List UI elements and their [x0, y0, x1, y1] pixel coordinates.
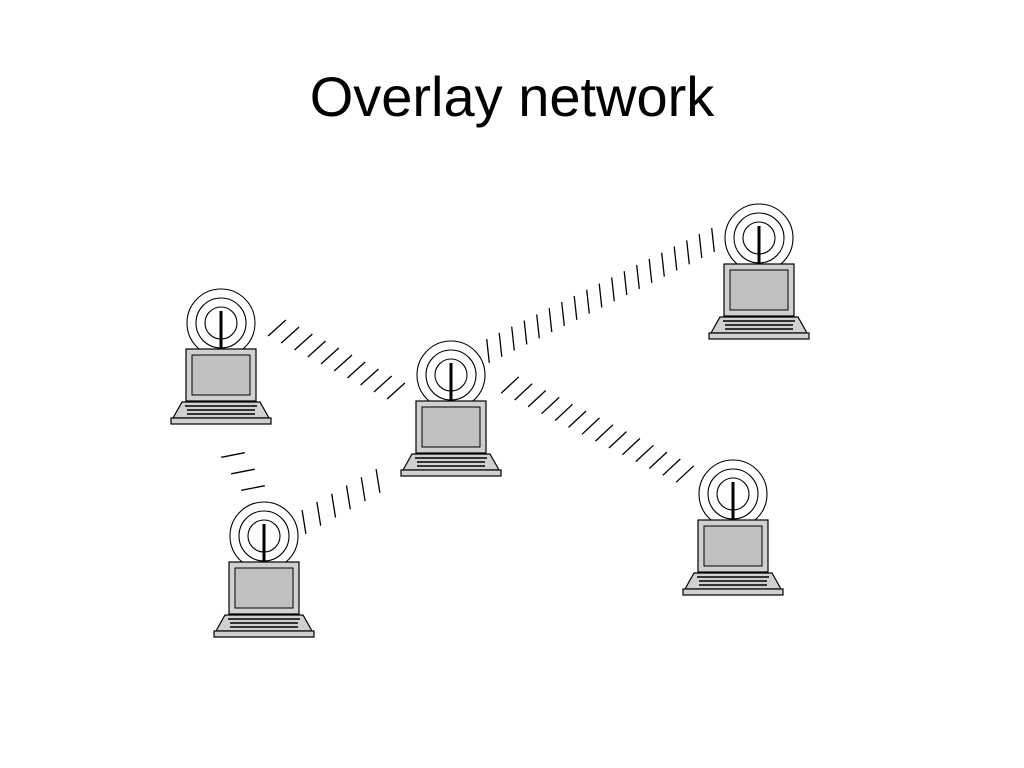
- radio-wave-dash: [548, 308, 553, 333]
- radio-wave-dash: [294, 333, 313, 351]
- radio-wave-dash: [554, 403, 574, 422]
- radio-wave-dash: [661, 252, 665, 277]
- node-center: [400, 340, 502, 477]
- radio-wave-dash: [486, 339, 490, 363]
- radio-wave-dash: [221, 452, 245, 458]
- radio-wave-dash: [241, 485, 265, 491]
- link-node-center-to-node-bottom-left: [301, 468, 381, 535]
- node-bottom-left: [213, 501, 315, 638]
- radio-wave-dash: [346, 361, 366, 379]
- radio-wave-dash: [675, 465, 695, 483]
- radio-wave-dash: [648, 451, 668, 469]
- radio-wave-dash: [573, 295, 578, 320]
- radio-wave-dash: [316, 501, 322, 526]
- link-node-center-to-node-bottom-right: [500, 376, 695, 483]
- radio-wave-dash: [662, 458, 681, 476]
- radio-wave-dash: [698, 234, 703, 259]
- wireless-laptop-icon: [400, 340, 502, 477]
- radio-wave-dash: [561, 302, 565, 326]
- radio-wave-dash: [360, 477, 366, 502]
- radio-wave-dash: [231, 468, 255, 475]
- laptop-front-edge: [213, 630, 315, 638]
- radio-wave-dash: [648, 258, 653, 283]
- radio-wave-dash: [267, 319, 287, 337]
- radio-wave-dash: [333, 354, 353, 372]
- node-left: [170, 288, 272, 425]
- radio-wave-dash: [595, 424, 614, 442]
- node-top-right: [708, 203, 810, 340]
- radio-wave-dash: [623, 271, 628, 296]
- radio-wave-dash: [536, 314, 540, 339]
- radio-wave-dash: [586, 289, 590, 314]
- radio-wave-dash: [373, 375, 393, 393]
- radio-wave-dash: [498, 332, 503, 357]
- radio-wave-dash: [301, 509, 307, 535]
- nodes-layer: [170, 203, 810, 638]
- radio-wave-dash: [523, 320, 528, 345]
- slide-title: Overlay network: [309, 65, 715, 128]
- laptop-front-edge: [400, 469, 502, 477]
- radio-wave-dash: [568, 410, 587, 428]
- wireless-laptop-icon: [170, 288, 272, 425]
- radio-wave-dash: [621, 437, 641, 456]
- radio-wave-dash: [320, 347, 340, 365]
- radio-wave-dash: [331, 493, 337, 518]
- radio-wave-dash: [711, 228, 715, 252]
- radio-wave-dash: [611, 277, 615, 302]
- radio-wave-dash: [635, 444, 654, 463]
- radio-wave-dash: [527, 390, 547, 408]
- radio-wave-dash: [280, 326, 300, 344]
- radio-wave-dash: [511, 326, 515, 351]
- radio-wave-dash: [307, 340, 327, 358]
- radio-wave-dash: [598, 283, 603, 308]
- laptop-screen: [729, 269, 789, 311]
- wireless-laptop-icon: [708, 203, 810, 340]
- radio-wave-dash: [686, 240, 690, 265]
- link-node-left-to-node-center: [267, 319, 406, 400]
- radio-wave-dash: [541, 396, 560, 415]
- laptop-front-edge: [708, 332, 810, 340]
- wireless-laptop-icon: [213, 501, 315, 638]
- radio-wave-dash: [581, 417, 600, 435]
- radio-wave-dash: [636, 265, 640, 289]
- radio-wave-dash: [673, 246, 678, 271]
- radio-wave-dash: [375, 468, 381, 494]
- link-node-left-to-node-bottom-left: [221, 452, 265, 491]
- link-node-center-to-node-top-right: [486, 228, 715, 363]
- wireless-laptop-icon: [682, 459, 784, 596]
- laptop-front-edge: [170, 417, 272, 425]
- laptop-screen: [703, 525, 763, 567]
- radio-wave-dash: [514, 383, 533, 401]
- links-layer: [221, 228, 715, 535]
- laptop-screen: [234, 567, 294, 609]
- radio-wave-dash: [500, 376, 520, 394]
- radio-wave-dash: [386, 382, 406, 400]
- laptop-screen: [421, 406, 481, 448]
- radio-wave-dash: [608, 431, 627, 449]
- laptop-front-edge: [682, 588, 784, 596]
- laptop-screen: [191, 354, 251, 396]
- node-bottom-right: [682, 459, 784, 596]
- radio-wave-dash: [345, 485, 351, 510]
- radio-wave-dash: [360, 368, 379, 386]
